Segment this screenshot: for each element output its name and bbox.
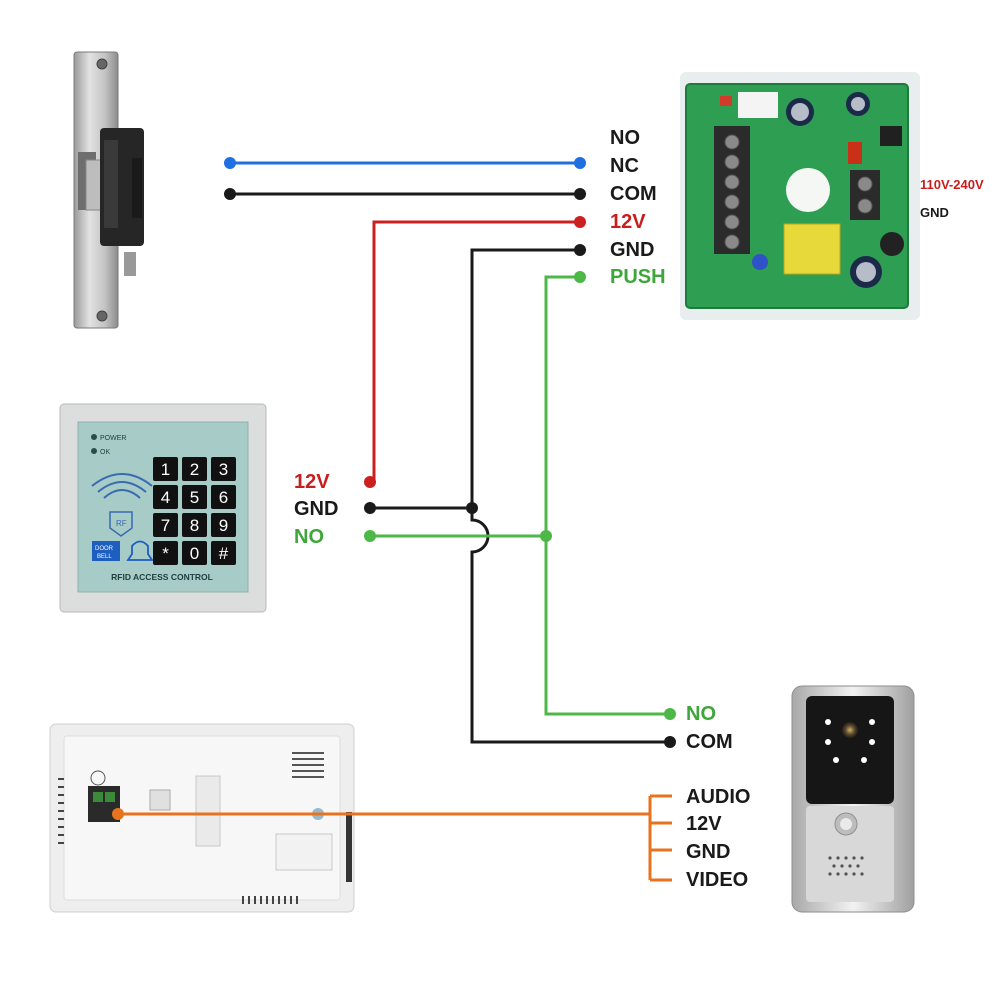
label-camera-com: COM [686,731,733,753]
key-hash[interactable]: # [211,541,236,565]
label-ac-gnd: GND [920,205,949,220]
label-monitor-12v: 12V [686,813,722,835]
label-keypad-no: NO [294,526,324,548]
rf-shield-icon [109,511,133,537]
dot-12v-psu [574,216,586,228]
door-bell-label-line2: BELL [97,554,112,560]
rf-label: RF [116,519,127,528]
key-label: 8 [190,516,199,535]
doorbell-camera-image [791,685,915,913]
led-ok-label: OK [100,449,110,456]
key-label: # [219,544,229,563]
key-label: 9 [219,516,228,535]
key-grid: 1 2 3 4 5 6 7 8 9 * 0 # [153,457,236,565]
door-bell-label-line1: DOOR [95,546,114,552]
key-2[interactable]: 2 [182,457,207,481]
led-power-label: POWER [100,435,126,442]
power-supply-board-image [680,72,920,320]
key-3[interactable]: 3 [211,457,236,481]
dot-no-junction [540,530,552,542]
rfid-keypad-image: POWER OK RF DOOR BELL 1 2 3 4 5 6 7 8 9 * 0 # RFID … [59,403,267,613]
psu-terminal-labels: NO NC COM 12V GND PUSH 110V-240V GND [610,127,984,288]
key-label: 3 [219,460,228,479]
wires [118,161,672,882]
dot-gnd-keypad [364,502,376,514]
bell-icon [126,540,154,561]
label-ac-live: 110V-240V [920,177,984,192]
label-monitor-gnd: GND [686,841,730,863]
key-label: 2 [190,460,199,479]
key-star[interactable]: * [153,541,178,565]
label-monitor-video: VIDEO [686,869,748,891]
label-camera-no: NO [686,703,716,725]
key-9[interactable]: 9 [211,513,236,537]
wire-monitor-orange [118,794,672,882]
key-1[interactable]: 1 [153,457,178,481]
dot-nc-left [224,157,236,169]
dot-gnd-psu [574,244,586,256]
monitor-terminal-labels: AUDIO 12V GND VIDEO [686,786,750,891]
dot-com-camera [664,736,676,748]
key-label: 1 [161,460,170,479]
key-label: 7 [161,516,170,535]
label-psu-com: COM [610,183,657,205]
label-psu-nc: NC [610,155,639,177]
wire-push-no-green [370,275,670,716]
key-label: 6 [219,488,228,507]
dot-no-keypad [364,530,376,542]
key-label: 5 [190,488,199,507]
dot-com-left [224,188,236,200]
label-psu-gnd: GND [610,239,654,261]
dot-gnd-junction [466,502,478,514]
door-strike-image [73,51,144,329]
label-keypad-12v: 12V [294,471,330,493]
dot-push-psu [574,271,586,283]
key-7[interactable]: 7 [153,513,178,537]
camera-terminal-labels: NO COM [686,703,733,753]
key-0[interactable]: 0 [182,541,207,565]
key-4[interactable]: 4 [153,485,178,509]
key-6[interactable]: 6 [211,485,236,509]
dot-12v-keypad [364,476,376,488]
indoor-monitor-image [49,723,355,913]
keypad-terminal-labels: 12V GND NO [294,471,338,548]
label-psu-12v: 12V [610,211,646,233]
label-keypad-gnd: GND [294,498,338,520]
wire-dots [112,157,676,820]
dot-no-camera [664,708,676,720]
key-label: * [162,544,169,563]
key-5[interactable]: 5 [182,485,207,509]
keypad-caption: RFID ACCESS CONTROL [111,572,213,582]
dot-nc-right [574,157,586,169]
wire-12v-red [372,220,580,482]
key-label: 0 [190,544,199,563]
key-label: 4 [161,488,170,507]
dot-com-right [574,188,586,200]
label-psu-no: NO [610,127,640,149]
label-psu-push: PUSH [610,266,666,288]
wire-gnd-black [370,248,670,744]
dot-monitor-port [112,808,124,820]
label-monitor-audio: AUDIO [686,786,750,808]
key-8[interactable]: 8 [182,513,207,537]
